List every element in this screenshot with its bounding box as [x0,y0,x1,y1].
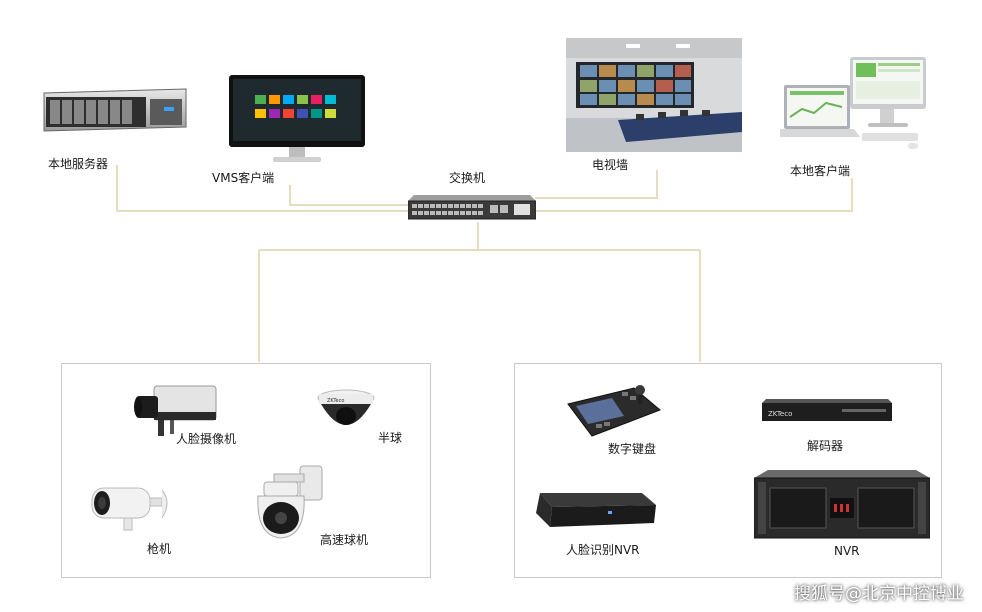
watermark: 搜狐号@北京中控博业 [794,584,964,604]
label-server: 本地服务器 [48,157,109,171]
local-client-device [778,55,930,155]
label-face-nvr: 人脸识别NVR [566,543,640,557]
decoder-device: ZKTeco [762,397,892,429]
brand-logo: ZKTeco [768,410,792,418]
nvr-rack-icon [753,470,931,539]
ptz-camera-icon [257,465,323,539]
line-tvwall [535,170,658,199]
label-speed-dome: 高速球机 [320,533,369,547]
label-decoder: 解码器 [807,439,844,453]
nvr-slim-icon [536,493,656,527]
dome-camera-icon: ZKTeco [317,389,375,425]
bullet-device [90,484,170,540]
dome-device: ZKTeco [313,384,379,446]
server-icon [43,88,187,132]
label-tvwall: 电视墙 [592,158,629,172]
brand-logo: ZKTeco [327,398,344,404]
speed-dome-device [250,464,326,546]
label-local-client: 本地客户端 [790,164,851,178]
computer-icon [778,57,926,149]
nvr-device [753,468,931,544]
vms-device [227,73,367,169]
keyboard-device [562,378,662,448]
label-vms: VMS客户端 [212,171,275,185]
tv-wall-icon [566,38,742,152]
face-nvr-device [532,491,656,537]
server-device [40,83,190,139]
tvwall-device [566,38,742,156]
label-switch: 交换机 [449,171,486,185]
label-keyboard: 数字键盘 [608,442,657,456]
line-vms [289,185,408,206]
face-camera-device [132,378,222,446]
line-server [116,165,408,212]
keyboard-icon [567,385,661,437]
label-bullet: 枪机 [147,542,172,556]
label-face-camera: 人脸摄像机 [176,432,237,446]
decoder-icon: ZKTeco [762,399,892,421]
line-client [535,178,853,212]
box-camera-icon [134,385,217,436]
bullet-camera-icon [91,487,168,531]
switch-icon [407,195,537,220]
switch-device [407,193,537,227]
monitor-icon [229,75,365,162]
label-dome: 半球 [378,431,403,445]
label-nvr: NVR [834,544,860,558]
